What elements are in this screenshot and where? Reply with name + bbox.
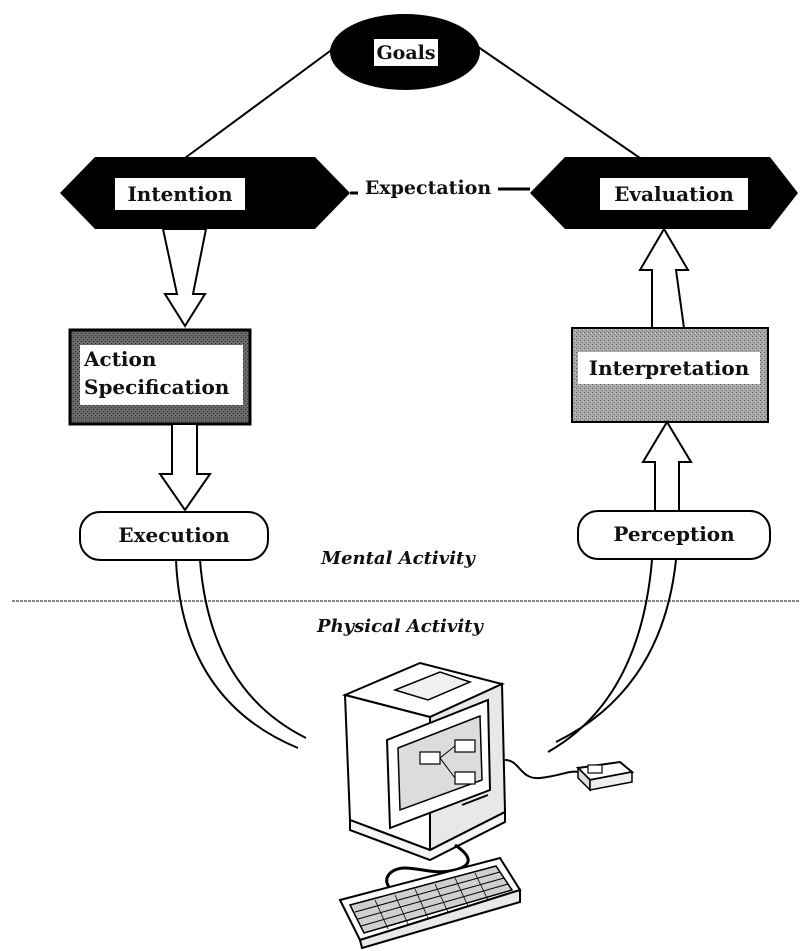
intention-to-action-arrow (161, 228, 208, 328)
interpretation-to-evaluation-arrow (638, 227, 690, 329)
keyboard (338, 856, 522, 950)
action-spec-line2: Specification (84, 375, 230, 399)
intention-node: Intention (60, 157, 350, 229)
goals-to-evaluation-line (467, 39, 641, 159)
execution-arc-inner (199, 559, 307, 739)
evaluation-label: Evaluation (614, 182, 734, 206)
perception-node: Perception (577, 510, 771, 560)
execution-arc-outer (175, 559, 299, 749)
physical-activity-label: Physical Activity (316, 616, 484, 637)
perception-label: Perception (613, 522, 735, 546)
execution-label: Execution (118, 523, 230, 547)
perception-arc-outer (547, 559, 653, 753)
goals-node: Goals (330, 14, 480, 90)
execution-node: Execution (79, 511, 269, 561)
evaluation-node: Evaluation (530, 157, 798, 229)
goals-to-intention-line (184, 39, 346, 159)
intention-label: Intention (127, 182, 233, 206)
action-specification-node: Action Specification (68, 328, 252, 426)
goals-label: Goals (376, 42, 435, 64)
computer-illustration (338, 661, 635, 950)
mouse (575, 760, 635, 792)
perception-arc-inner (555, 559, 677, 743)
interpretation-label: Interpretation (589, 356, 750, 380)
interpretation-node: Interpretation (571, 327, 769, 423)
action-to-execution-arrow (158, 423, 212, 512)
expectation-label: Expectation (365, 177, 492, 199)
action-spec-line1: Action (83, 347, 157, 371)
perception-to-interpretation-arrow (641, 420, 693, 514)
mental-activity-label: Mental Activity (320, 548, 476, 569)
